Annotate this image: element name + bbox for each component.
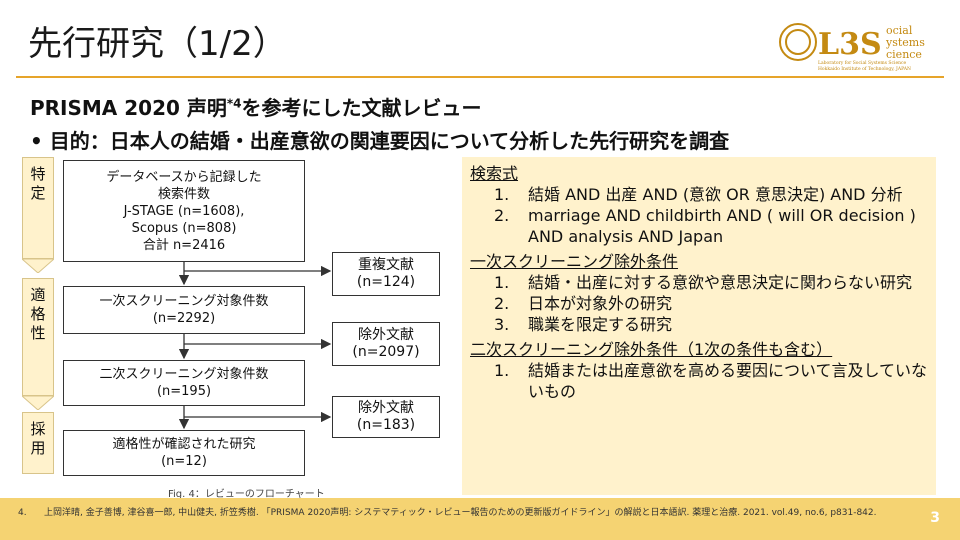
figure-caption: Fig. 4：レビューのフローチャート [168,489,325,500]
first-screening-title: 一次スクリーニング除外条件 [470,252,679,271]
list-item: 1.結婚または出産意欲を高める要因について言及していないもの [494,361,928,401]
stage-label: 採用 [28,421,47,459]
stage-included: 採用 [22,412,54,474]
logo-line1: ocial [886,24,913,37]
box-line: J-STAGE (n=1608), [123,203,245,219]
first-screening-section: 一次スクリーニング除外条件 1.結婚・出産に対する意欲や意思決定に関わらない研究… [470,251,928,335]
stage-eligibility: 適格性 [22,278,54,396]
footnote: 4. 上岡洋晴, 金子善博, 津谷喜一郎, 中山健夫, 折笠秀樹. 「PRISM… [18,506,898,520]
footnote-text: 上岡洋晴, 金子善博, 津谷喜一郎, 中山健夫, 折笠秀樹. 「PRISMA 2… [44,508,877,518]
footnote-ref: *4 [226,96,242,111]
box-line: 適格性が確認された研究 [112,437,256,452]
list-item: 1.結婚・出産に対する意欲や意思決定に関わらない研究 [494,273,913,292]
subtitle: PRISMA 2020 声明*4を参考にした文献レビュー [30,92,482,121]
box-line: (n=12) [161,454,207,469]
list-item: 3.職業を限定する研究 [494,315,673,334]
list-item: 1.結婚 AND 出産 AND (意欲 OR 意思決定) AND 分析 [494,185,903,204]
box-line: 除外文献 [358,400,414,416]
title-divider [16,76,944,78]
box-included-studies: 適格性が確認された研究 (n=12) [63,430,305,476]
subtitle-rest: を参考にした文献レビュー [241,96,482,120]
box-second-screening: 二次スクリーニング対象件数 (n=195) [63,360,305,406]
logo-mark: L3S [818,27,882,62]
box-second-excluded: 除外文献 (n=183) [332,396,440,438]
page-number: 3 [930,510,940,526]
box-first-screening: 一次スクリーニング対象件数 (n=2292) [63,286,305,334]
criteria-panel: 検索式 1.結婚 AND 出産 AND (意欲 OR 意思決定) AND 分析 … [462,157,936,495]
second-screening-title: 二次スクリーニング除外条件（1次の条件も含む） [470,340,833,359]
stage-label: 特定 [28,166,47,204]
slide-title: 先行研究（1/2） [28,24,287,64]
stage-label: 適格性 [28,287,47,344]
logo-tagline1: Laboratory for Social Systems Science [818,60,907,66]
box-line: (n=195) [156,384,212,399]
stage-arrow-icon [22,396,54,410]
box-line: Scopus (n=808) [131,220,237,236]
box-records-identified: データベースから記録した 検索件数 J-STAGE (n=1608), Scop… [63,160,305,262]
box-first-excluded: 除外文献 (n=2097) [332,322,440,366]
box-line: 二次スクリーニング対象件数 [99,367,269,382]
box-duplicates-excluded: 重複文献 (n=124) [332,252,440,296]
second-screening-section: 二次スクリーニング除外条件（1次の条件も含む） 1.結婚または出産意欲を高める要… [470,339,928,402]
stage-arrow-icon [22,259,54,273]
search-section: 検索式 1.結婚 AND 出産 AND (意欲 OR 意思決定) AND 分析 … [470,163,928,247]
footnote-number: 4. [18,508,27,518]
purpose-bullet: • 目的：日本人の結婚・出産意欲の関連要因について分析した先行研究を調査 [30,129,730,153]
box-line: 検索件数 [157,186,210,202]
box-line: データベースから記録した [106,169,262,185]
list-item: 2.日本が対象外の研究 [494,294,673,313]
list-item: 2.marriage AND childbirth AND ( will OR … [494,206,916,246]
l3s-logo: L3S ocial ystems cience Laboratory for S… [779,23,925,72]
box-line: 一次スクリーニング対象件数 [99,294,269,309]
footer-bar: 4. 上岡洋晴, 金子善博, 津谷喜一郎, 中山健夫, 折笠秀樹. 「PRISM… [0,498,960,540]
box-line: 除外文献 [358,327,414,343]
box-line: (n=2097) [352,344,420,360]
box-line: 合計 n=2416 [142,237,226,253]
logo-tagline2: Hokkaido Institute of Technology, JAPAN [818,66,911,72]
box-line: 重複文献 [358,257,414,273]
subtitle-main: PRISMA 2020 声明 [30,96,227,120]
box-line: (n=124) [356,274,416,290]
logo-line3: cience [886,48,922,61]
box-line: (n=183) [356,417,416,433]
logo-line2: ystems [885,36,925,49]
search-title: 検索式 [470,164,519,183]
stage-identification: 特定 [22,157,54,259]
box-line: (n=2292) [152,311,216,326]
